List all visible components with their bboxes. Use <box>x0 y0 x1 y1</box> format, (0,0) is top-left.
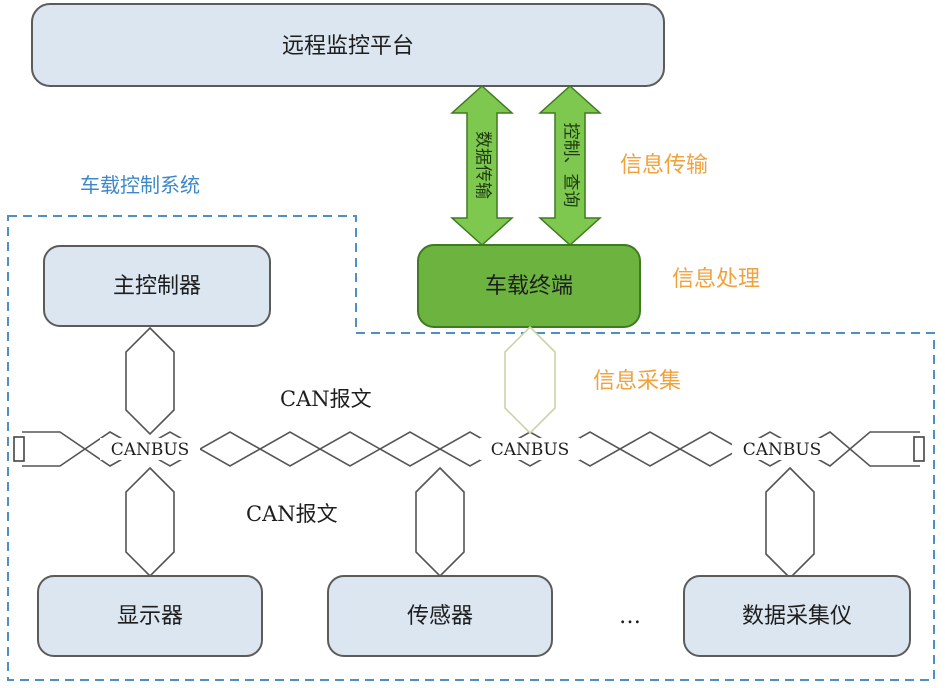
remote-platform-label: 远程监控平台 <box>282 34 414 59</box>
sensor-box <box>327 575 553 657</box>
data-transfer-arrow-label: 数据传输 <box>473 131 493 199</box>
can-connector-icon <box>125 326 175 436</box>
canbus-label-bg <box>100 438 200 460</box>
can-connector-icon <box>504 325 556 435</box>
control-query-arrow-label: 控制、查询 <box>561 123 581 208</box>
canbus-node: CANBUS <box>111 440 190 460</box>
canbus-node: CANBUS <box>743 440 822 460</box>
bus-terminator-icon <box>913 436 925 462</box>
vehicle-control-system-label: 车载控制系统 <box>80 173 200 197</box>
vehicle-system-boundary <box>7 215 935 681</box>
info-transmission-label: 信息传输 <box>620 153 708 178</box>
can-message-label: CAN报文 <box>246 502 338 526</box>
remote-platform-box <box>31 3 665 87</box>
data-collector-box <box>683 575 911 657</box>
data-collector-label: 数据采集仪 <box>742 604 852 629</box>
info-processing-label: 信息处理 <box>672 267 760 292</box>
display-box <box>37 575 263 657</box>
display-label: 显示器 <box>117 604 183 629</box>
can-connector-icon <box>125 466 175 578</box>
can-connector-icon <box>765 466 815 580</box>
canbus-node: CANBUS <box>491 440 570 460</box>
main-controller-box <box>43 245 271 327</box>
vehicle-terminal-label: 车载终端 <box>485 274 573 299</box>
sensor-label: 传感器 <box>407 604 473 629</box>
bus-terminator-icon <box>13 436 25 462</box>
can-message-label: CAN报文 <box>280 387 372 411</box>
can-connector-icon <box>415 466 465 578</box>
main-controller-label: 主控制器 <box>113 274 201 299</box>
info-collection-label: 信息采集 <box>593 369 681 394</box>
canbus-label-bg <box>732 438 832 460</box>
more-devices-ellipsis: … <box>619 604 641 629</box>
canbus-label-bg <box>480 438 580 460</box>
